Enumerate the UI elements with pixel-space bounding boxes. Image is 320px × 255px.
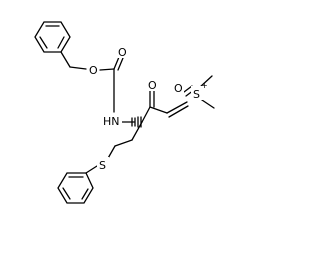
sulfoxonium-sulfur-label: S [193, 88, 200, 101]
thioether-sulfur-label: S [99, 159, 106, 172]
benzyl-ring [34, 21, 71, 53]
phenyl-ring [57, 172, 94, 204]
sulfoxonium-oxygen-label: O [174, 82, 183, 95]
thioether-bonds [85, 121, 143, 174]
nh-label: HN [103, 115, 120, 128]
ester-oxygen-label: O [89, 64, 98, 77]
atom-labels: O O HN O O S + S [87, 44, 208, 172]
stereo-hash-bond [131, 116, 142, 128]
molecule-structure: O O HN O O S + S [34, 21, 215, 204]
carbonyl-oxygen-label: O [118, 46, 127, 59]
sulfoxonium-plus-label: + [201, 81, 208, 90]
ketone-oxygen-label: O [148, 79, 157, 92]
structure-canvas: O O HN O O S + S [34, 21, 215, 204]
